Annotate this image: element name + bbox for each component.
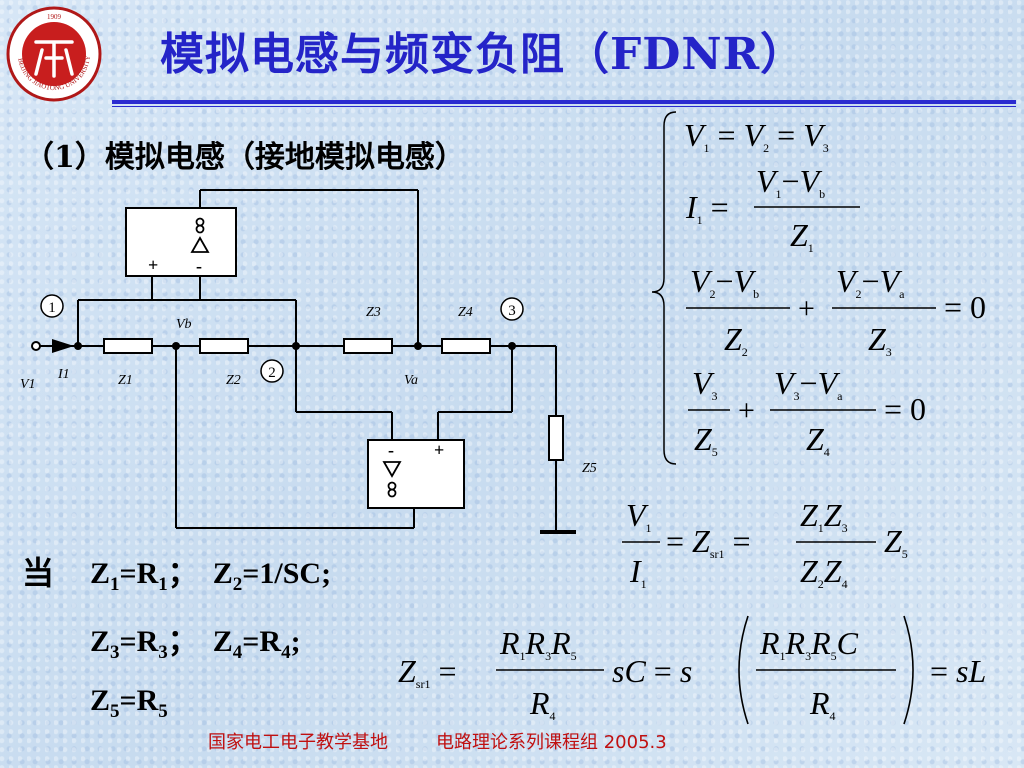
label-vb: Vb: [176, 317, 192, 332]
svg-text:+: +: [798, 292, 815, 325]
opamp-top-minus: -: [196, 256, 202, 276]
page-title: 模拟电感与频变负阻（FDNR）: [160, 29, 806, 80]
equations: V1 = V2 = V3 I1 = V1−Vb Z1 V2−Vb Z2 + V2…: [622, 111, 986, 591]
condition-when: 当: [22, 555, 55, 591]
label-z3: Z3: [366, 305, 381, 320]
svg-text:Z5: Z5: [694, 421, 718, 459]
condition-line-2: Z3=R3； Z4=R4;: [90, 625, 301, 663]
label-z2: Z2: [226, 373, 241, 388]
svg-text:+: +: [738, 394, 755, 427]
svg-text:V3: V3: [692, 365, 718, 403]
condition-line-3: Z5=R5: [90, 684, 168, 722]
svg-text:= Zsr1 =: = Zsr1 =: [666, 523, 751, 561]
logo-year: 1909: [47, 13, 62, 21]
svg-text:Z1Z3: Z1Z3: [800, 497, 848, 535]
svg-text:Z5: Z5: [884, 523, 908, 561]
label-v1: V1: [20, 377, 36, 392]
footer-left: 国家电工电子教学基地: [208, 732, 388, 753]
svg-text:Z1: Z1: [790, 217, 814, 255]
svg-text:= sL: = sL: [930, 653, 986, 689]
equation-final: Zsr1 = R1R3R5 R4 sC = s R1R3R5C R4 = sL: [398, 615, 986, 725]
svg-text:V1 = V2 = V3: V1 = V2 = V3: [684, 117, 829, 155]
svg-text:= 0: = 0: [884, 391, 926, 427]
label-z1: Z1: [118, 373, 133, 388]
svg-text:R4: R4: [529, 685, 556, 723]
svg-text:R4: R4: [809, 685, 836, 723]
footer-right: 电路理论系列课程组 2005.3: [436, 732, 667, 753]
opamp-top-plus: +: [148, 255, 158, 275]
svg-text:Z4: Z4: [806, 421, 830, 459]
svg-text:= 0: = 0: [944, 289, 986, 325]
label-z4: Z4: [458, 305, 473, 320]
node-2: 2: [268, 365, 276, 381]
svg-text:I1: I1: [629, 553, 647, 591]
node-1: 1: [48, 300, 56, 316]
section-heading: （1）模拟电感（接地模拟电感）: [24, 140, 465, 175]
svg-text:I1 =: I1 =: [685, 189, 729, 227]
svg-text:V2−Va: V2−Va: [836, 263, 905, 301]
svg-text:Z3: Z3: [868, 321, 892, 359]
opamp-bottom-plus: +: [434, 440, 444, 460]
svg-text:Zsr1 =: Zsr1 =: [398, 653, 457, 691]
svg-text:V1: V1: [626, 497, 652, 535]
opamp-bottom-minus: -: [388, 440, 394, 460]
svg-text:V1−Vb: V1−Vb: [756, 163, 825, 201]
label-va: Va: [404, 373, 418, 388]
circuit-diagram: + - - + 1 2 3 V1 I1 Vb Va Z1 Z2 Z3 Z4 Z5: [20, 189, 597, 534]
svg-text:R1R3R5: R1R3R5: [499, 625, 577, 663]
svg-text:R1R3R5C: R1R3R5C: [759, 625, 859, 663]
svg-text:Z2: Z2: [724, 321, 748, 359]
university-logo: BEIJING JIAOTONG UNIVERSITY 1909: [6, 6, 102, 102]
label-i1: I1: [57, 367, 70, 382]
node-3: 3: [508, 303, 516, 319]
title-divider-thin: [112, 106, 1016, 107]
title-divider: [112, 100, 1016, 104]
label-z5: Z5: [582, 461, 597, 476]
svg-text:Z2Z4: Z2Z4: [800, 553, 848, 591]
svg-text:sC = s: sC = s: [612, 653, 692, 689]
svg-text:V2−Vb: V2−Vb: [690, 263, 759, 301]
svg-text:V3−Va: V3−Va: [774, 365, 843, 403]
condition-line-1: Z1=R1； Z2=1/SC;: [90, 557, 332, 595]
footer: 国家电工电子教学基地 电路理论系列课程组 2005.3: [208, 728, 667, 754]
